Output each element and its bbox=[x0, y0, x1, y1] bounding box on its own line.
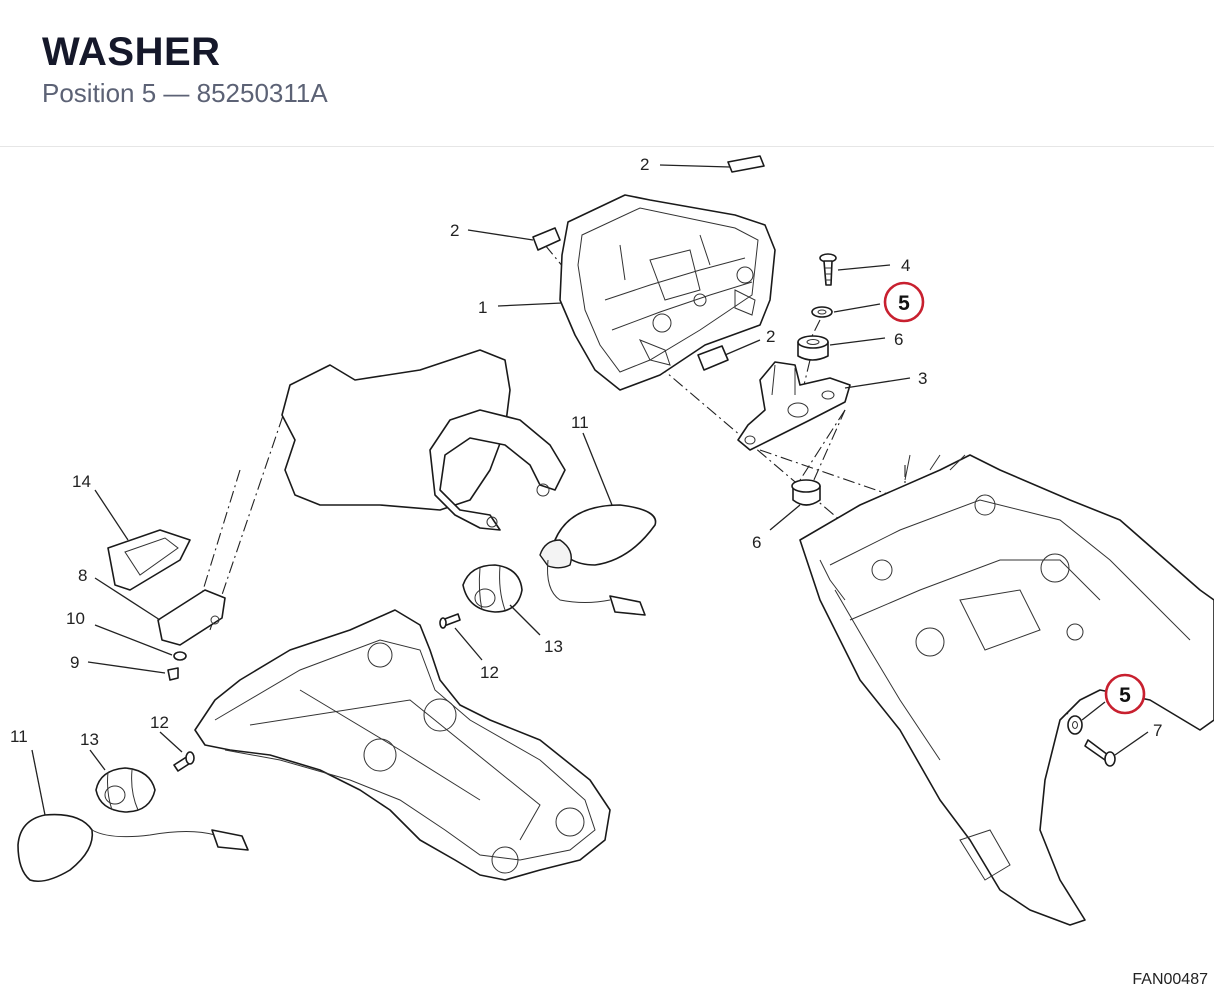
callout-1: 1 bbox=[478, 298, 487, 317]
callout-14: 14 bbox=[72, 472, 91, 491]
callout-13-lower: 13 bbox=[80, 730, 99, 749]
screw-part-9[interactable] bbox=[167, 667, 179, 681]
callout-10: 10 bbox=[66, 609, 85, 628]
callout-5-lower: 5 bbox=[1119, 684, 1131, 707]
callout-11-lower: 11 bbox=[10, 727, 28, 746]
module-part-8[interactable] bbox=[157, 589, 226, 646]
highlight-callout-5-top[interactable]: 5 bbox=[883, 281, 925, 323]
callout-labels: 2 2 1 2 4 6 3 6 7 11 13 12 14 8 10 9 11 … bbox=[10, 155, 1162, 749]
callout-4: 4 bbox=[901, 256, 910, 275]
rubber-pad-top[interactable] bbox=[727, 155, 765, 173]
callout-8: 8 bbox=[78, 566, 87, 585]
callout-13-upper: 13 bbox=[544, 637, 563, 656]
cover-part-14[interactable] bbox=[107, 529, 191, 591]
turn-signal-part-11-upper[interactable] bbox=[539, 504, 657, 616]
grommet-part-6-top[interactable] bbox=[797, 335, 829, 361]
rubber-pad-right[interactable] bbox=[697, 345, 729, 371]
highlight-callout-5-lower[interactable]: 5 bbox=[1104, 673, 1146, 715]
page-title: WASHER bbox=[42, 30, 221, 74]
callout-9: 9 bbox=[70, 653, 79, 672]
callout-2-top: 2 bbox=[640, 155, 649, 174]
page-subtitle: Position 5 — 85250311A bbox=[42, 78, 328, 108]
callout-11-upper: 11 bbox=[571, 413, 589, 432]
grommet-part-13-upper[interactable] bbox=[462, 564, 523, 613]
rear-subframe[interactable] bbox=[799, 454, 1214, 926]
grommet-part-6-bottom[interactable] bbox=[791, 479, 821, 506]
turn-signal-part-11-lower[interactable] bbox=[17, 813, 249, 883]
license-plate-holder[interactable] bbox=[194, 609, 611, 881]
callout-6-top: 6 bbox=[894, 330, 903, 349]
callout-5-top: 5 bbox=[898, 292, 910, 315]
callout-12-upper: 12 bbox=[480, 663, 499, 682]
callout-2-right: 2 bbox=[766, 327, 775, 346]
screw-part-12-lower[interactable] bbox=[173, 751, 195, 772]
page-header: WASHER Position 5 — 85250311A bbox=[0, 0, 1214, 147]
screw-part-4[interactable] bbox=[819, 253, 837, 286]
callout-2-left: 2 bbox=[450, 221, 459, 240]
callout-7: 7 bbox=[1153, 721, 1162, 740]
callout-12-lower: 12 bbox=[150, 713, 169, 732]
bracket-part-3[interactable] bbox=[737, 361, 851, 451]
figure-code: FAN00487 bbox=[1132, 971, 1208, 988]
screw-part-7[interactable] bbox=[1084, 739, 1116, 767]
grommet-part-13-lower[interactable] bbox=[95, 767, 156, 813]
tail-fairing[interactable] bbox=[281, 349, 566, 531]
washer-part-5-lower[interactable] bbox=[1067, 715, 1083, 735]
washer-part-10[interactable] bbox=[173, 651, 187, 661]
screw-part-12-upper[interactable] bbox=[439, 613, 461, 629]
instrument-cluster[interactable] bbox=[559, 194, 776, 391]
callout-6-bottom: 6 bbox=[752, 533, 761, 552]
leader-lines bbox=[31, 164, 1149, 816]
callout-3: 3 bbox=[918, 369, 927, 388]
washer-part-5-top[interactable] bbox=[811, 306, 833, 318]
rubber-pad-left[interactable] bbox=[532, 227, 561, 251]
